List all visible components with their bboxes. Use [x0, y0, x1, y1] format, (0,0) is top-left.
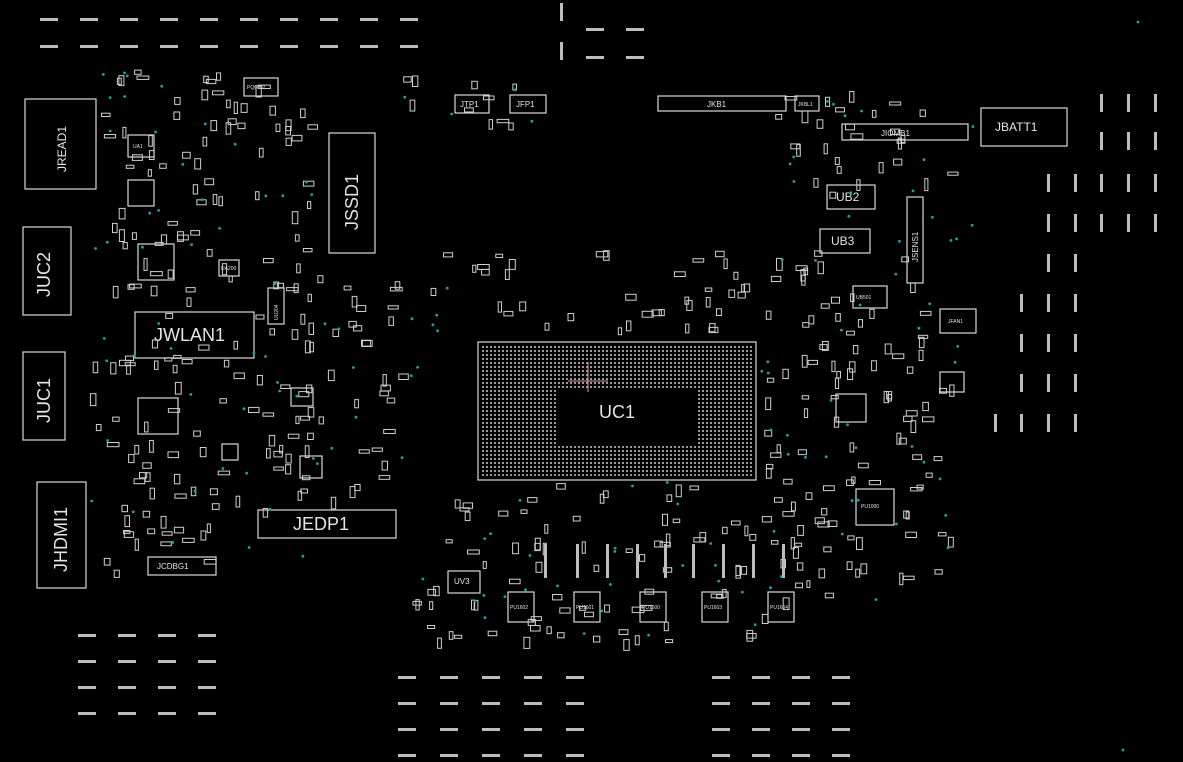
cpu-die-area — [556, 388, 696, 444]
connector-jkbl1[interactable]: JKBL1 — [794, 95, 820, 112]
connector-juc1[interactable]: JUC1 — [22, 351, 66, 441]
chip-ub501[interactable]: UB501 — [852, 285, 888, 309]
ua200-label: UA200 — [221, 266, 237, 272]
juc1-label: JUC1 — [34, 378, 54, 423]
jedp1-label: JEDP1 — [293, 514, 349, 534]
connector-jfan1[interactable]: JFAN1 — [939, 308, 977, 334]
ua1-label: UA1 — [133, 144, 143, 150]
connector-jread1[interactable]: JREAD1 — [24, 98, 97, 190]
chip-pu1603[interactable]: PU1603 — [701, 591, 729, 623]
ub2-label: UB2 — [836, 190, 860, 204]
jread1-label: JREAD1 — [55, 126, 69, 172]
uc1-label: UC1 — [599, 402, 635, 422]
chip-pu1000[interactable]: PU1000 — [855, 488, 895, 526]
chip-ub2[interactable]: UB2 — [826, 184, 876, 210]
uv3-label: UV3 — [454, 577, 470, 586]
chip-ua1[interactable]: UA1 — [127, 134, 155, 158]
connector-jwlan1[interactable]: JWLAN1 — [134, 311, 255, 359]
jcdbg1-label: JCDBG1 — [157, 562, 189, 571]
connector-jtp1[interactable]: JTP1 — [454, 94, 490, 114]
jtp1-label: JTP1 — [460, 100, 479, 109]
cpu-uc1[interactable]: UC1 — [477, 341, 757, 481]
juc2-label: JUC2 — [34, 252, 54, 297]
chip-pu1601[interactable]: PU1601 — [573, 591, 601, 623]
connector-jkb1[interactable]: JKB1 — [657, 95, 787, 112]
connector-juc2[interactable]: JUC2 — [22, 226, 72, 316]
connector-jhdmi1[interactable]: JHDMI1 — [36, 481, 87, 589]
jkbl1-label: JKBL1 — [798, 102, 813, 108]
edge-pad-rows — [40, 3, 1157, 757]
connector-jsens1[interactable]: JSENS1 — [906, 196, 924, 284]
chip-pu1604[interactable]: PU1604 — [767, 591, 795, 623]
connector-jbatt1[interactable]: JBATT1 — [980, 107, 1068, 147]
jbatt1-label: JBATT1 — [995, 120, 1038, 134]
jwlan1-label: JWLAN1 — [154, 325, 225, 345]
connector-jssd1[interactable]: JSSD1 — [328, 132, 376, 254]
ub501-label: UB501 — [856, 295, 872, 301]
jiomb1-label: JIOMB1 — [881, 129, 910, 138]
chip-uv3[interactable]: UV3 — [447, 570, 481, 594]
chip-ub3[interactable]: UB3 — [819, 228, 871, 254]
jkb1-label: JKB1 — [707, 100, 727, 109]
jssd1-label: JSSD1 — [342, 174, 362, 230]
pu1000-label: PU1000 — [861, 504, 879, 510]
chip-uu204[interactable]: UU204 — [267, 287, 285, 325]
pu1604-label: PU1604 — [770, 605, 788, 611]
connector-jcdbg1[interactable]: JCDBG1 — [147, 556, 217, 576]
jsens1-label: JSENS1 — [911, 231, 920, 262]
ub3-label: UB3 — [831, 234, 855, 248]
component-pads — [89, 69, 965, 651]
pu1603-label: PU1603 — [704, 605, 722, 611]
pu1602-label: PU1602 — [510, 605, 528, 611]
uu204-label: UU204 — [274, 304, 280, 320]
jhdmi1-label: JHDMI1 — [51, 507, 71, 572]
jfp1-label: JFP1 — [516, 100, 535, 109]
connector-jfp1[interactable]: JFP1 — [509, 94, 547, 114]
jfan1-label: JFAN1 — [948, 319, 963, 325]
connector-jedp1[interactable]: JEDP1 — [257, 509, 397, 539]
pu1601-label: PU1601 — [576, 605, 594, 611]
pu1600-label: PU1600 — [642, 605, 660, 611]
vias — [90, 20, 1140, 752]
chip-pu1602[interactable]: PU1602 — [507, 591, 535, 623]
